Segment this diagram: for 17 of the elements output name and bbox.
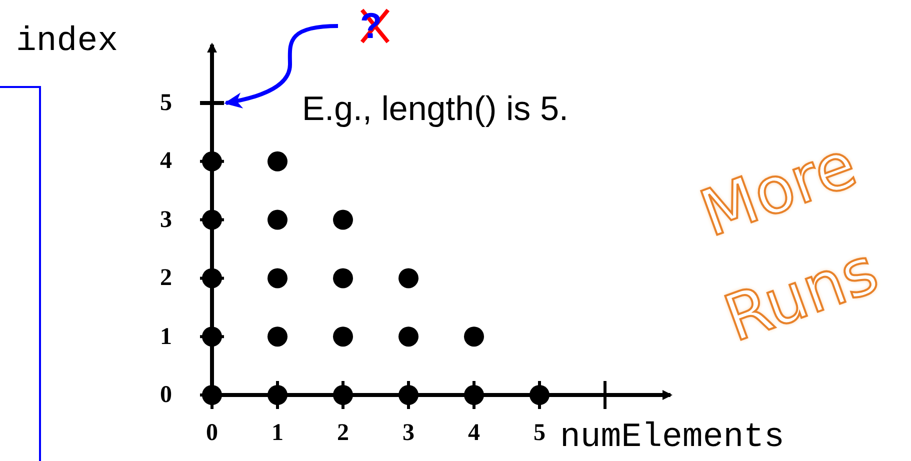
tick-label: 5: [534, 421, 546, 445]
tick-label: 3: [160, 208, 172, 232]
tick-mark: [200, 101, 224, 105]
example-note: E.g., length() is 5.: [302, 90, 568, 129]
tick-label: 1: [160, 324, 172, 349]
tick-label: 2: [160, 266, 172, 290]
tick-label: 1: [272, 421, 284, 445]
tick-label: 0: [206, 421, 218, 445]
axis-title: numElements: [560, 420, 784, 456]
tick-label: 5: [160, 91, 172, 115]
tick-label: 4: [468, 421, 480, 445]
tick-label: 4: [160, 149, 172, 174]
axis-title: index: [16, 24, 118, 60]
arrow: [224, 24, 338, 108]
tick-label: 2: [337, 421, 349, 445]
tick-label: 0: [160, 383, 172, 407]
tick-label: 3: [402, 421, 414, 445]
